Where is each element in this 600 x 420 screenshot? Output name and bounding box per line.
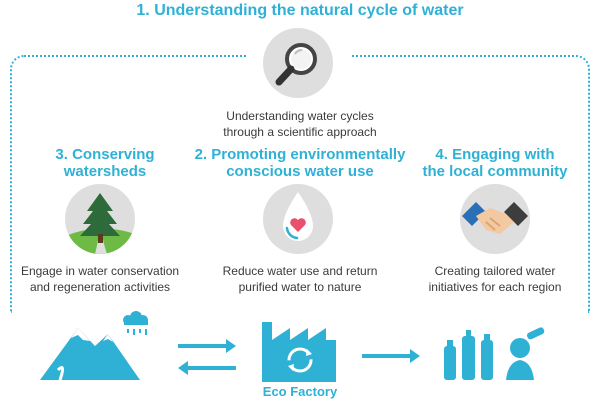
step2-title-line2: conscious water use	[226, 163, 374, 180]
step4-description: Creating tailored water initiatives for …	[395, 263, 595, 295]
step1-desc-line2: through a scientific approach	[223, 125, 377, 139]
magnifying-glass-icon	[275, 43, 317, 86]
bidirectional-arrows-icon	[178, 339, 236, 375]
step2-description: Reduce water use and return purified wat…	[200, 263, 400, 295]
step1-desc-line1: Understanding water cycles	[226, 109, 374, 123]
step2-title-line1: 2. Promoting environmentally	[194, 146, 406, 163]
bottles-drinking-icon	[444, 327, 545, 380]
right-arrow-icon	[362, 349, 420, 363]
step4-icon-circle	[460, 184, 530, 254]
step3-desc-line1: Engage in water conservation	[20, 264, 180, 278]
step1-description: Understanding water cycles through a sci…	[200, 108, 400, 140]
step1-icon-circle	[263, 28, 333, 98]
tree-icon	[65, 193, 135, 254]
water-drop-heart-icon	[283, 192, 313, 241]
step2-icon-circle	[263, 184, 333, 254]
step3-desc-line2: and regeneration activities	[29, 280, 171, 294]
mountain-rain-icon	[40, 311, 148, 381]
step4-title-line1: 4. Engaging with	[435, 146, 555, 163]
step4-title: 4. Engaging with the local community	[405, 146, 585, 180]
step2-desc-line1: Reduce water use and return	[222, 264, 378, 278]
step2-title: 2. Promoting environmentally conscious w…	[190, 146, 410, 180]
step4-title-line2: the local community	[422, 163, 568, 180]
step4-desc-line2: initiatives for each region	[428, 280, 562, 294]
step4-desc-line1: Creating tailored water	[434, 264, 556, 278]
handshake-icon	[462, 202, 528, 234]
factory-recycle-icon	[262, 322, 336, 382]
step3-description: Engage in water conservation and regener…	[0, 263, 200, 295]
step3-title: 3. Conserving watersheds	[15, 146, 195, 180]
step3-icon-circle	[65, 184, 135, 254]
water-flow-illustration	[40, 311, 545, 382]
eco-factory-label: Eco Factory	[262, 384, 338, 399]
step3-title-line1: 3. Conserving	[55, 146, 155, 163]
step3-title-line2: watersheds	[63, 163, 147, 180]
step1-title: 1. Understanding the natural cycle of wa…	[136, 2, 464, 19]
step2-desc-line2: purified water to nature	[238, 280, 362, 294]
